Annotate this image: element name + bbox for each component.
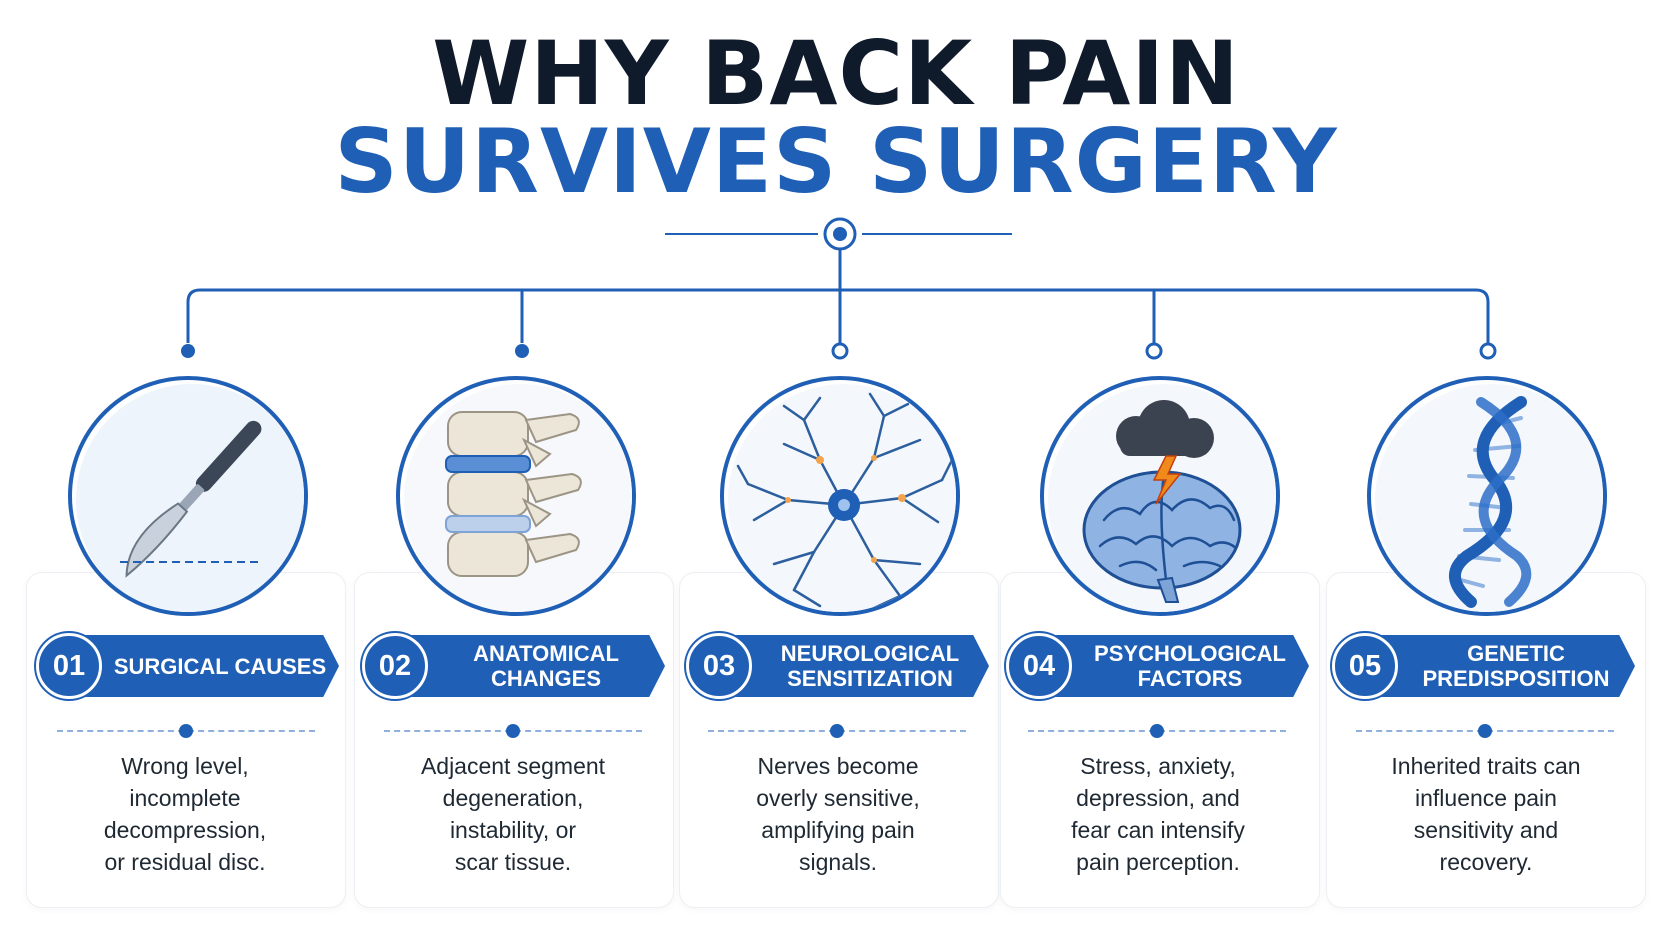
factor-card-01: [26, 572, 346, 908]
banner-band: [402, 635, 665, 697]
factor-number-04: 04: [1006, 633, 1072, 699]
factor-divider-01: [57, 724, 315, 738]
dna-icon: [1367, 376, 1607, 616]
hub-node-inner: [833, 227, 847, 241]
factor-banner-04: 04 PSYCHOLOGICAL FACTORS: [1006, 633, 1309, 699]
factor-divider-02: [384, 724, 642, 738]
factor-divider-04: [1028, 724, 1286, 738]
factor-card-05: [1326, 572, 1646, 908]
factor-label-04: PSYCHOLOGICAL FACTORS: [1094, 641, 1286, 691]
factor-label-01: SURGICAL CAUSES: [113, 653, 327, 679]
factor-banner-01: 01 SURGICAL CAUSES: [36, 633, 339, 699]
factor-number-05: 05: [1332, 633, 1398, 699]
branch-node-04: [1145, 342, 1163, 360]
brain-storm-icon: [1040, 376, 1280, 616]
branch-bar: [186, 288, 1490, 343]
factor-number-02: 02: [362, 633, 428, 699]
factor-description-02: Adjacent segment degeneration, instabili…: [420, 753, 606, 875]
factor-label-02: ANATOMICAL CHANGES: [473, 641, 619, 691]
factor-description-03: Nerves become overly sensitive, amplifyi…: [756, 753, 920, 875]
factor-label-03: NEUROLOGICAL SENSITIZATION: [780, 641, 960, 691]
factor-banner-03: 03 NEUROLOGICAL SENSITIZATION: [686, 633, 989, 699]
factor-card-02: [354, 572, 674, 908]
factor-label-05: GENETIC PREDISPOSITION: [1422, 641, 1610, 691]
factor-banner-05: 05 GENETIC PREDISPOSITION: [1332, 633, 1635, 699]
banner-band: [1046, 635, 1309, 697]
banner-band: [76, 635, 339, 697]
factor-description-05: Inherited traits can influence pain sens…: [1391, 753, 1581, 875]
factor-card-04: [1000, 572, 1320, 908]
neuron-icon: [720, 376, 960, 616]
branch-node-02: [515, 344, 529, 358]
factor-card-03: [679, 572, 999, 908]
branch-node-05: [1479, 342, 1497, 360]
banner-band: [1372, 635, 1635, 697]
title-line-2: SURVIVES SURGERY: [334, 110, 1338, 213]
branch-node-01: [181, 344, 195, 358]
factor-divider-03: [708, 724, 966, 738]
factor-description-01: Wrong level, incomplete decompression, o…: [103, 753, 267, 875]
spine-vertebrae-icon: [396, 376, 636, 616]
banner-band: [726, 635, 989, 697]
factor-description-04: Stress, anxiety, depression, and fear ca…: [1071, 753, 1245, 875]
factor-divider-05: [1356, 724, 1614, 738]
factor-banner-02: 02 ANATOMICAL CHANGES: [362, 633, 665, 699]
title-line-1: WHY BACK PAIN: [432, 22, 1240, 125]
branch-node-03: [831, 342, 849, 360]
scalpel-icon: [68, 376, 308, 616]
factor-number-03: 03: [686, 633, 752, 699]
factor-number-01: 01: [36, 633, 102, 699]
